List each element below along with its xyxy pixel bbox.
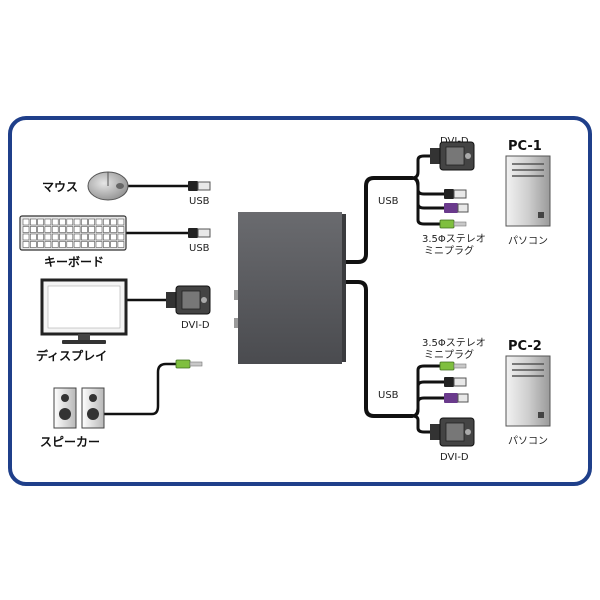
dvi-plug-icon (430, 417, 475, 447)
label-audio-pc1-line2: ミニプラグ (424, 244, 474, 257)
label-dvi-pc2: DVI-D (440, 452, 469, 463)
pc1-tower-icon (505, 155, 551, 227)
pc2-main-cable (340, 280, 414, 418)
label-pc2-name: PC-2 (508, 339, 542, 354)
label-mouse: マウス (42, 180, 78, 194)
cables (102, 154, 446, 434)
pc1-main-cable (340, 176, 414, 264)
label-pc1-name: PC-1 (508, 139, 542, 154)
usb-plug-icon (444, 377, 467, 387)
audio-plug-icon (439, 219, 467, 229)
dvi-plug-icon (430, 141, 475, 171)
speaker-icon (53, 387, 105, 429)
display-icon (40, 278, 128, 344)
label-audio-pc1-line1: 3.5Φステレオ (422, 233, 486, 245)
label-display: ディスプレイ (36, 348, 107, 363)
ps2-plug-icon (444, 393, 469, 403)
label-speaker: スピーカー (40, 435, 100, 449)
label-usb-pc2: USB (378, 390, 399, 401)
pc2-branch-dvi (410, 414, 432, 434)
kvm-switch (234, 212, 346, 364)
label-usb-keyboard: USB (189, 243, 210, 254)
label-audio-pc2-line2: ミニプラグ (424, 348, 474, 361)
label-usb-mouse: USB (189, 196, 210, 207)
audio-plug-icon (439, 361, 467, 371)
label-dvi-display: DVI-D (181, 320, 210, 331)
usb-plug-icon (444, 189, 467, 199)
ps2-plug-icon (444, 203, 469, 213)
label-pc2-type: パソコン (508, 435, 548, 447)
label-keyboard: キーボード (44, 254, 104, 269)
label-audio-pc2-line1: 3.5Φステレオ (422, 337, 486, 349)
pc2-tower-icon (505, 355, 551, 427)
mouse-icon (87, 171, 129, 201)
label-pc1-type: パソコン (508, 235, 548, 247)
speaker-cable (102, 362, 180, 416)
audio-plug-icon (175, 359, 203, 369)
usb-plug-icon (188, 181, 211, 191)
pc1-branch-audio (410, 176, 442, 226)
keyboard-icon (19, 215, 127, 251)
label-usb-pc1: USB (378, 196, 399, 207)
dvi-plug-icon (166, 285, 211, 315)
usb-plug-icon (188, 228, 211, 238)
